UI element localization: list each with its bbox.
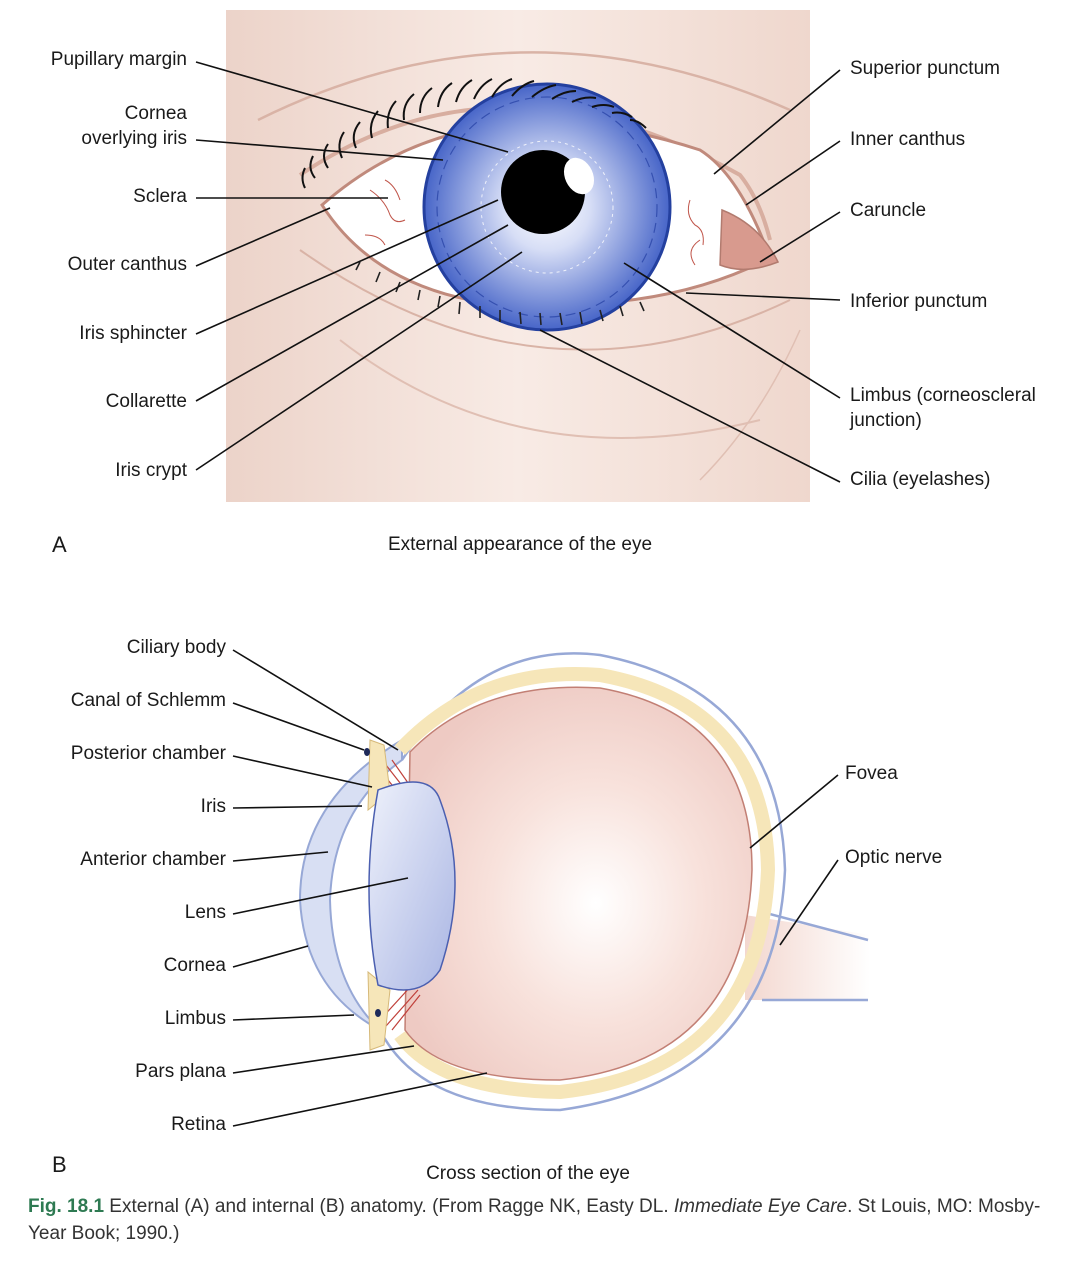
sclera-outline: [378, 652, 787, 1112]
label-optic-nerve: Optic nerve: [845, 847, 943, 868]
panel-a-leader-lines: [195, 61, 841, 483]
panel-a-caption: External appearance of the eye: [387, 534, 653, 555]
label-caruncle: Caruncle: [850, 200, 927, 221]
label-cornea-line2: overlying iris: [81, 128, 187, 149]
label-pupillary-margin: Pupillary margin: [50, 49, 187, 70]
label-cilia: Cilia (eyelashes): [850, 469, 991, 490]
label-posterior-chamber: Posterior chamber: [70, 743, 226, 764]
caruncle: [719, 208, 780, 271]
label-limbus-line2: junction): [850, 410, 922, 431]
label-inferior-punctum: Inferior punctum: [850, 291, 988, 312]
figure-caption: Fig. 18.1 External (A) and internal (B) …: [28, 1193, 1060, 1247]
panel-letter-a: A: [52, 532, 67, 557]
caption-text-after: . St Louis, MO: Mosby-Year Book; 1990.): [28, 1196, 1041, 1244]
label-fovea: Fovea: [845, 763, 898, 784]
label-ciliary-body: Ciliary body: [126, 637, 226, 658]
label-iris-sphincter: Iris sphincter: [79, 323, 187, 344]
external-eye-illustration: [195, 10, 841, 502]
choroid: [394, 666, 776, 1100]
figure-number: Fig. 18.1: [28, 1196, 105, 1217]
caption-book-title: Immediate Eye Care: [673, 1196, 848, 1217]
upper-eyelashes: [301, 78, 647, 189]
lower-eyelashes: [355, 261, 645, 326]
panel-letter-b: B: [52, 1152, 67, 1177]
label-outer-canthus: Outer canthus: [67, 254, 187, 275]
label-superior-punctum: Superior punctum: [850, 58, 1000, 79]
label-cornea-line1: Cornea: [124, 103, 187, 124]
label-collarette: Collarette: [105, 391, 187, 412]
label-canal-of-schlemm: Canal of Schlemm: [70, 690, 226, 711]
cross-section-illustration: [232, 649, 870, 1127]
panel-b-leader-lines: [232, 649, 839, 1127]
corneal-reflection: [563, 157, 595, 195]
label-retina: Retina: [171, 1114, 226, 1135]
label-cornea: Cornea: [163, 955, 226, 976]
panel-b-caption: Cross section of the eye: [426, 1163, 630, 1184]
caption-text-before: External (A) and internal (B) anatomy. (…: [104, 1196, 674, 1217]
label-iris: Iris: [200, 796, 226, 817]
label-lens: Lens: [184, 902, 226, 923]
label-pars-plana: Pars plana: [135, 1061, 226, 1082]
label-inner-canthus: Inner canthus: [850, 129, 966, 150]
label-anterior-chamber: Anterior chamber: [80, 849, 226, 870]
label-iris-crypt: Iris crypt: [115, 460, 187, 481]
vitreous-body: [404, 686, 753, 1081]
label-sclera: Sclera: [133, 186, 187, 207]
lens: [368, 781, 456, 991]
label-limbus: Limbus: [164, 1008, 226, 1029]
label-limbus-line1: Limbus (corneoscleral: [850, 385, 1036, 406]
